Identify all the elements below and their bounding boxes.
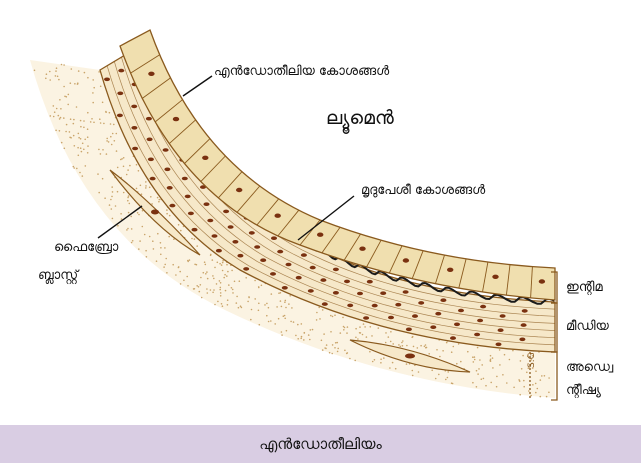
label-smooth-muscle-cells: മൃദുപേശീ കോശങ്ങൾ — [361, 183, 486, 198]
label-sg: S.G. — [527, 349, 537, 368]
caption-bar: എൻഡോതീലിയം — [0, 425, 641, 463]
label-lumen: ല്യൂമെൻ — [326, 107, 394, 129]
vessel-wall-diagram — [30, 29, 558, 401]
fibroblasts — [109, 169, 471, 373]
leader-lines — [97, 75, 355, 241]
endothelium-layer — [119, 29, 556, 301]
label-endothelial-cells: എൻഡോതീലിയ കോശങ്ങൾ — [214, 64, 390, 79]
label-adventitia-line2: ന്റീഷ്യ — [566, 383, 601, 398]
caption-text: എൻഡോതീലിയം — [259, 435, 382, 453]
layer-brackets — [529, 271, 558, 401]
label-media: മീഡിയ — [566, 319, 609, 334]
label-intima: ഇന്റിമ — [566, 280, 603, 295]
label-fibroblast-line2: ബ്ലാസ്റ്റ് — [38, 268, 79, 283]
endothelial-cells — [130, 54, 546, 298]
label-adventitia-line1: അഡ്വെ — [566, 360, 614, 375]
label-fibroblast-line1: ഫൈബ്രോ — [54, 240, 119, 255]
adventitia-layer — [30, 60, 555, 398]
